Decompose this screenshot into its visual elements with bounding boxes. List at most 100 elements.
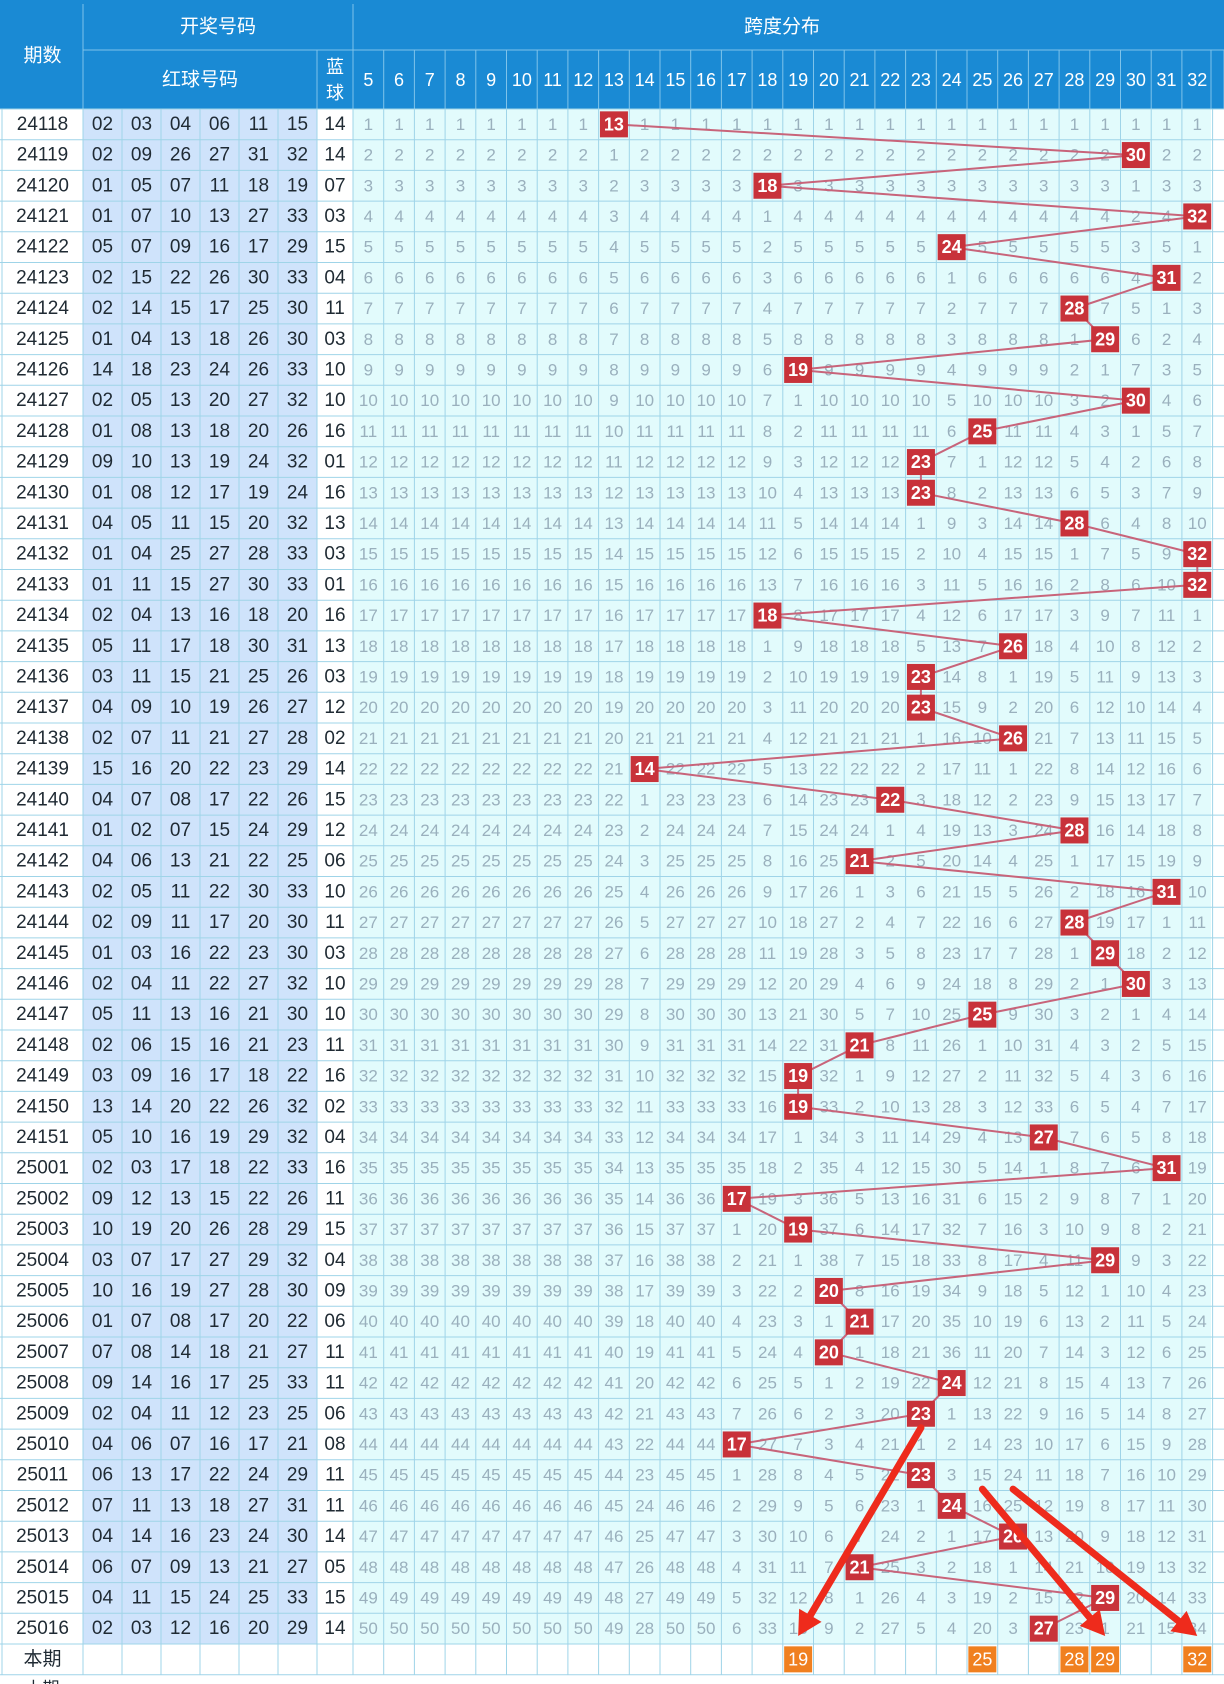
miss-count: 2: [1070, 360, 1079, 379]
miss-count: 3: [978, 176, 987, 195]
miss-count: 11: [636, 422, 654, 441]
red-ball-number: 10: [92, 1280, 113, 1301]
red-ball-number: 20: [170, 1096, 191, 1117]
miss-count: 31: [666, 1036, 685, 1055]
miss-count: 32: [1034, 1067, 1053, 1086]
miss-count: 10: [1034, 1435, 1053, 1454]
miss-count: 29: [758, 1496, 777, 1515]
miss-count: 33: [574, 1097, 593, 1116]
miss-count: 12: [758, 974, 777, 993]
miss-count: 21: [881, 729, 900, 748]
blue-ball-number: 15: [324, 1587, 345, 1608]
red-ball-number: 18: [248, 605, 269, 626]
miss-count: 18: [666, 637, 685, 656]
miss-count: 15: [512, 545, 531, 564]
blue-ball-number: 11: [325, 1035, 345, 1056]
miss-count: 1: [916, 115, 925, 134]
red-ball-number: 28: [248, 1219, 269, 1240]
miss-count: 2: [916, 146, 925, 165]
blue-ball-number: 13: [324, 636, 345, 657]
miss-count: 4: [732, 1558, 741, 1577]
miss-count: 7: [579, 299, 588, 318]
miss-count: 8: [671, 330, 680, 349]
miss-count: 35: [512, 1159, 531, 1178]
miss-count: 4: [793, 1343, 802, 1362]
miss-count: 1: [1039, 1159, 1048, 1178]
miss-count: 3: [1131, 1067, 1140, 1086]
miss-count: 16: [881, 1281, 900, 1300]
miss-count: 17: [1096, 852, 1115, 871]
miss-count: 39: [359, 1281, 378, 1300]
miss-count: 1: [548, 115, 557, 134]
miss-count: 9: [978, 1281, 987, 1300]
red-ball-number: 30: [287, 912, 308, 933]
miss-count: 37: [512, 1220, 531, 1239]
red-ball-number: 06: [131, 1035, 152, 1056]
miss-count: 30: [604, 1036, 623, 1055]
red-ball-number: 14: [131, 1526, 153, 1547]
miss-count: 21: [543, 729, 562, 748]
miss-count: 29: [359, 974, 378, 993]
span-hit-value: 30: [1126, 391, 1146, 411]
miss-count: 5: [978, 238, 987, 257]
miss-count: 50: [451, 1619, 470, 1638]
red-ball-number: 19: [287, 175, 308, 196]
red-ball-number: 07: [92, 1495, 113, 1516]
miss-count: 13: [1126, 1374, 1145, 1393]
red-ball-number: 10: [92, 1219, 113, 1240]
miss-count: 42: [604, 1404, 623, 1423]
issue-number: 25010: [16, 1434, 69, 1455]
red-ball-number: 02: [92, 881, 113, 902]
span-col-32: 32: [1187, 70, 1207, 90]
miss-count: 15: [727, 545, 746, 564]
miss-count: 11: [728, 422, 746, 441]
span-hit-marker: [1091, 326, 1120, 353]
miss-count: 2: [1100, 146, 1109, 165]
miss-count: 14: [758, 1036, 777, 1055]
issue-number: 24128: [16, 421, 69, 442]
miss-count: 43: [543, 1404, 562, 1423]
miss-count: 20: [604, 729, 623, 748]
red-ball-number: 07: [131, 237, 152, 258]
miss-count: 4: [1131, 1097, 1140, 1116]
red-ball-number: 09: [92, 1188, 113, 1209]
miss-count: 29: [482, 974, 501, 993]
miss-count: 32: [727, 1067, 746, 1086]
miss-count: 1: [947, 1527, 956, 1546]
red-ball-number: 19: [248, 482, 269, 503]
red-ball-number: 33: [287, 1158, 308, 1179]
blue-ball-number: 03: [324, 943, 345, 964]
miss-count: 12: [758, 545, 777, 564]
miss-count: 21: [482, 729, 501, 748]
miss-count: 11: [636, 1097, 654, 1116]
miss-count: 43: [512, 1404, 531, 1423]
miss-count: 5: [1131, 299, 1140, 318]
miss-count: 12: [574, 453, 593, 472]
miss-count: 7: [978, 299, 987, 318]
miss-count: 17: [1065, 1435, 1084, 1454]
red-ball-number: 26: [287, 666, 308, 687]
miss-count: 1: [732, 1220, 741, 1239]
issue-number: 25001: [16, 1158, 69, 1179]
miss-count: 12: [1004, 1097, 1023, 1116]
red-ball-number: 11: [132, 666, 152, 687]
blue-ball-number: 11: [325, 1188, 345, 1209]
miss-count: 13: [1096, 729, 1115, 748]
miss-count: 1: [1193, 238, 1202, 257]
current-pick-marker: [968, 1646, 997, 1673]
miss-count: 15: [451, 545, 470, 564]
miss-count: 6: [855, 268, 864, 287]
issue-number: 24139: [16, 759, 69, 780]
miss-count: 10: [911, 391, 930, 410]
miss-count: 44: [574, 1435, 593, 1454]
miss-count: 4: [671, 207, 680, 226]
miss-count: 3: [1100, 1036, 1109, 1055]
miss-count: 11: [912, 422, 930, 441]
miss-count: 48: [390, 1558, 409, 1577]
span-hit-value: 28: [1064, 913, 1084, 933]
miss-count: 5: [886, 238, 895, 257]
miss-count: 32: [451, 1067, 470, 1086]
miss-count: 36: [482, 1189, 501, 1208]
miss-count: 13: [574, 483, 593, 502]
miss-count: 49: [604, 1619, 623, 1638]
